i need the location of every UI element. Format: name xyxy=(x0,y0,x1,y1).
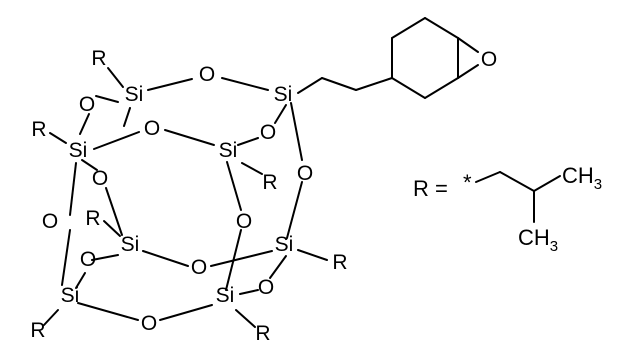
bond xyxy=(75,272,86,289)
bond xyxy=(290,102,303,161)
substituent-r-label: R xyxy=(85,207,100,230)
isobutyl-bonds xyxy=(475,171,561,223)
cage-bonds xyxy=(61,77,303,321)
r-equals-label: R = xyxy=(413,176,448,201)
oxygen-label: O xyxy=(141,312,157,335)
attachment-asterisk: * xyxy=(463,170,472,195)
substituent-r-label: R xyxy=(255,322,270,345)
oxygen-label: O xyxy=(236,210,252,233)
bond xyxy=(164,129,215,146)
si-label: Si xyxy=(216,284,235,307)
bond xyxy=(355,77,393,91)
bond xyxy=(81,159,98,171)
substituent-r-label: R xyxy=(332,251,347,274)
bond xyxy=(457,37,479,53)
bond xyxy=(391,77,426,99)
oxygen-label: O xyxy=(144,117,160,140)
bond xyxy=(286,181,303,239)
oxygen-label: O xyxy=(199,63,215,86)
epoxycyclohexyl-ethyl-bonds xyxy=(297,17,479,99)
substituent-r-label: R xyxy=(91,47,106,70)
bond xyxy=(105,187,123,236)
r-definition: R = * CH3 CH3 xyxy=(413,163,602,255)
oxygen-label: O xyxy=(42,210,58,233)
bond xyxy=(241,162,263,175)
bond xyxy=(43,309,59,326)
methyl-subscript: 3 xyxy=(594,176,602,193)
oxygen-label: O xyxy=(79,93,95,116)
bond xyxy=(226,161,242,211)
bond xyxy=(147,78,193,91)
bond xyxy=(123,107,131,127)
bond xyxy=(424,17,459,39)
atom-labels: Si Si Si Si Si Si Si Si O O O O O O O O … xyxy=(30,47,497,345)
substituent-r-label: R xyxy=(31,118,46,141)
si-label: Si xyxy=(61,284,80,307)
bond xyxy=(93,131,140,150)
si-label: Si xyxy=(274,83,293,106)
si-label: Si xyxy=(125,83,144,106)
si-label: Si xyxy=(69,139,88,162)
si-label: Si xyxy=(275,233,294,256)
bond xyxy=(237,137,259,146)
bond xyxy=(159,304,213,321)
bond xyxy=(77,302,139,321)
oxygen-label: O xyxy=(258,276,274,299)
bond xyxy=(79,113,90,135)
substituent-r-label: R xyxy=(30,319,45,342)
substituent-r-label: R xyxy=(262,171,277,194)
oxygen-label: O xyxy=(80,248,96,271)
bond xyxy=(221,77,269,91)
bond xyxy=(142,250,189,267)
bond xyxy=(269,255,287,279)
bond xyxy=(297,249,328,261)
bond xyxy=(49,132,67,144)
bond xyxy=(533,175,561,192)
substituent-bonds xyxy=(43,67,328,328)
bond xyxy=(235,309,256,328)
bond xyxy=(475,171,501,183)
oxygen-label: O xyxy=(481,48,497,71)
bond xyxy=(274,104,287,124)
bond xyxy=(61,229,71,286)
bond xyxy=(239,289,259,295)
bond xyxy=(103,220,121,237)
methyl-ch: CH xyxy=(518,225,550,250)
si-label: Si xyxy=(219,139,238,162)
oxygen-label: O xyxy=(92,167,108,190)
bond xyxy=(69,162,77,216)
bond xyxy=(107,67,124,88)
si-label: Si xyxy=(121,233,140,256)
bond xyxy=(457,64,479,79)
oxygen-label: O xyxy=(297,162,313,185)
methyl-subscript: 3 xyxy=(550,238,558,255)
bond xyxy=(424,77,459,99)
bond xyxy=(391,17,426,39)
bond xyxy=(91,254,119,261)
bond xyxy=(210,250,273,267)
bond xyxy=(95,95,119,103)
methyl-ch: CH xyxy=(562,163,594,188)
methyl-label-top: CH3 xyxy=(562,163,602,193)
oxygen-label: O xyxy=(260,121,276,144)
bond xyxy=(321,77,357,91)
bond xyxy=(297,77,323,94)
methyl-label-bottom: CH3 xyxy=(518,225,558,255)
bond xyxy=(499,171,535,192)
oxygen-label: O xyxy=(191,256,207,279)
